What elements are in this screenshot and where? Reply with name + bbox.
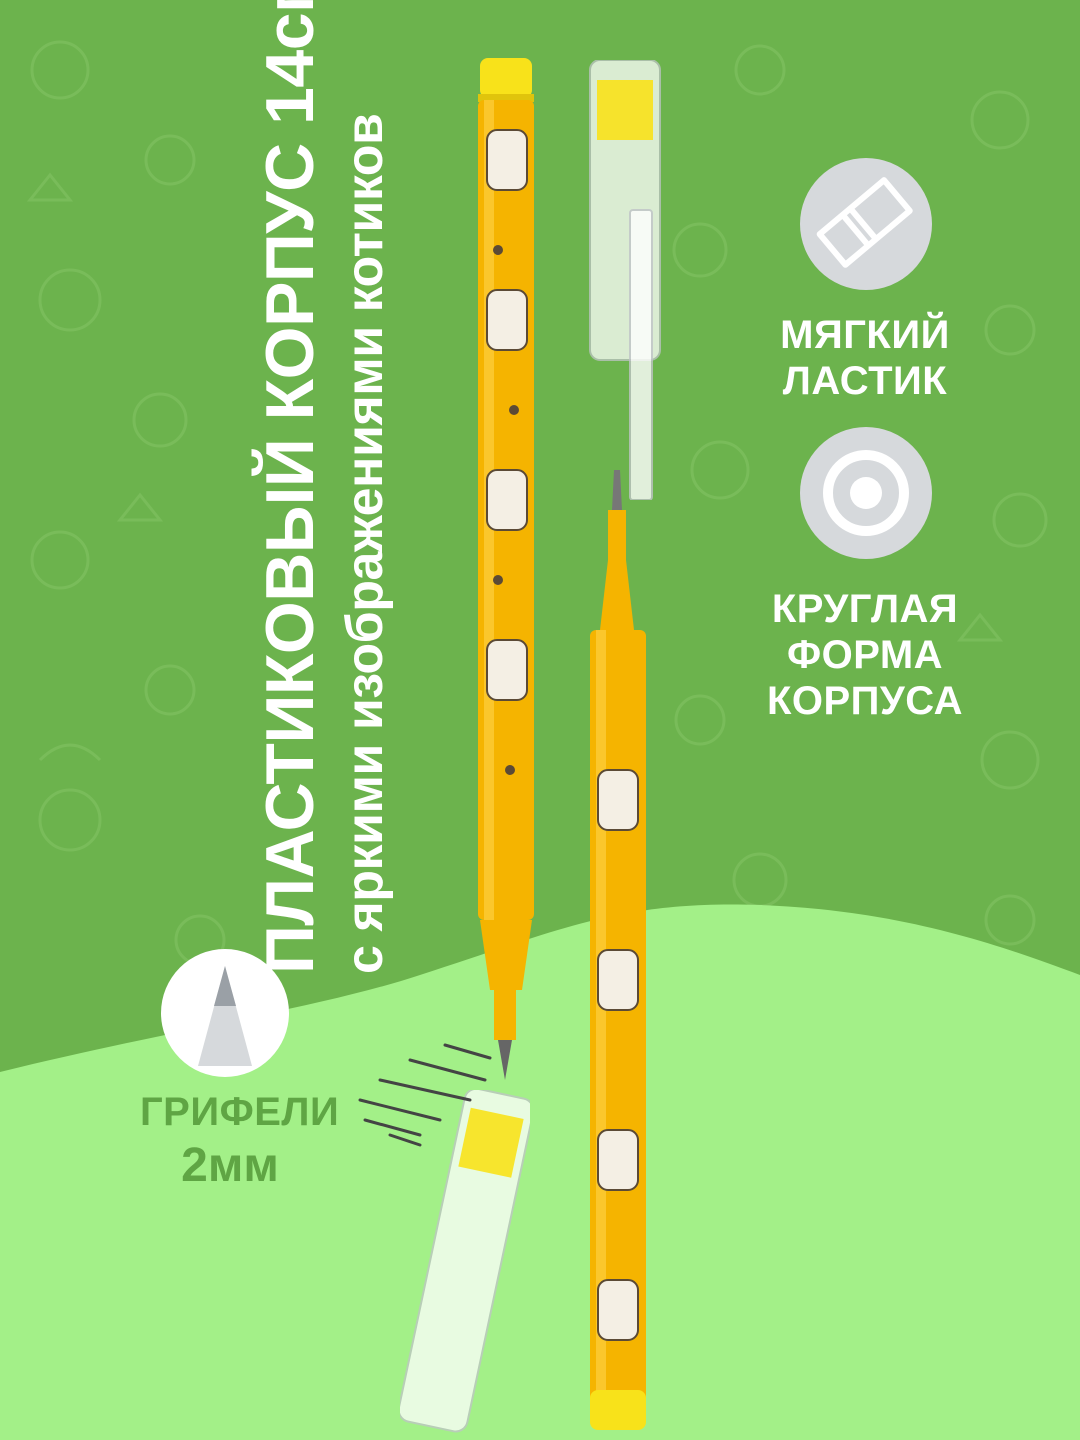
pencil-cap-image <box>589 60 661 500</box>
pencil-scribble <box>358 1043 492 1147</box>
vertical-title: ПЛАСТИКОВЫЙ КОРПУС 14см с яркими изображ… <box>240 0 440 974</box>
pencil-cap-bottom-image <box>400 1090 530 1433</box>
pencil-image-left <box>478 58 534 1080</box>
feature-round-label: КРУГЛАЯ ФОРМА КОРПУСА <box>766 587 964 723</box>
feature-eraser-label: МЯГКИЙ ЛАСТИК <box>780 313 950 403</box>
title-line-1: ПЛАСТИКОВЫЙ КОРПУС 14см <box>252 0 328 974</box>
pencil-image-right <box>590 470 646 1430</box>
title-line-2: с яркими изображениями котиков <box>336 113 394 974</box>
pencil-tip-icon <box>161 949 289 1077</box>
round-shape-icon <box>800 427 932 559</box>
eraser-icon <box>800 158 932 290</box>
lead-label: ГРИФЕЛИ 2мм <box>140 1090 340 1192</box>
